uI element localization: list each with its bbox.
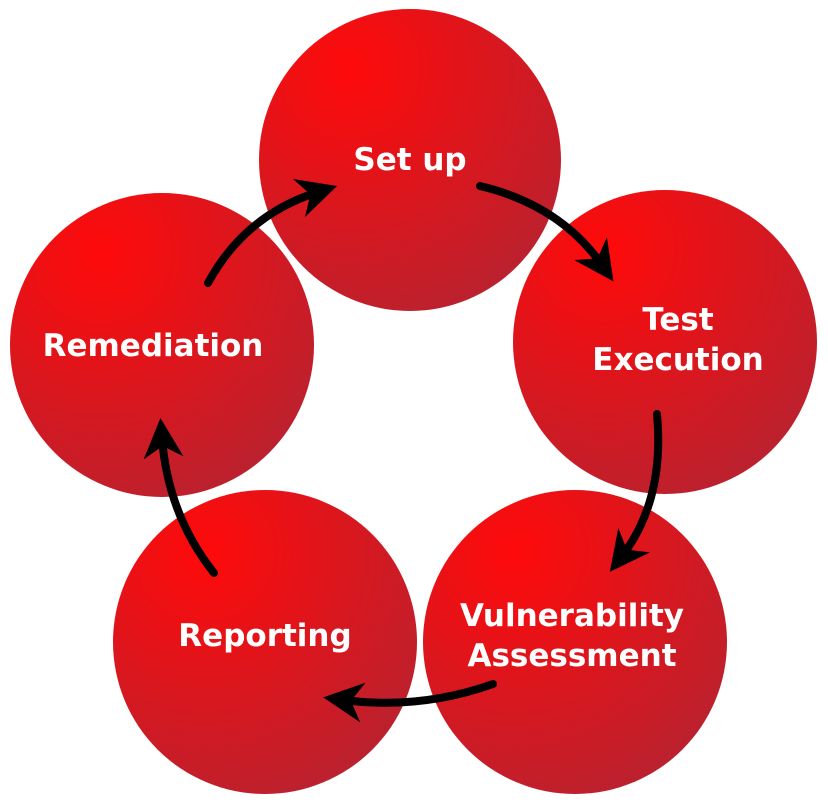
arrow-setup-to-test [476,182,614,282]
stage-label-line: Vulnerability [460,598,684,634]
stage-label-line: Execution [592,342,764,378]
stage-label-line: Test [642,302,714,338]
stage-label-setup: Set up [353,142,467,178]
arrow-test-to-vulnerability [609,410,663,572]
arrow-vulnerability-to-reporting [323,680,497,723]
stage-label-vulnerability-assessment: Vulnerability Assessment [460,596,684,676]
stage-label-reporting: Reporting [178,618,352,654]
stage-label-line: Assessment [467,638,677,674]
stage-label-test-execution: Test Execution [592,300,763,380]
stage-label-remediation: Remediation [42,328,264,364]
stage-circle-setup [259,9,561,311]
arrow-reporting-to-remediation [143,418,218,577]
stage-circle-vulnerability-assessment [423,490,727,794]
arrow-remediation-to-setup [204,178,338,287]
stage-circle-remediation [10,193,314,497]
